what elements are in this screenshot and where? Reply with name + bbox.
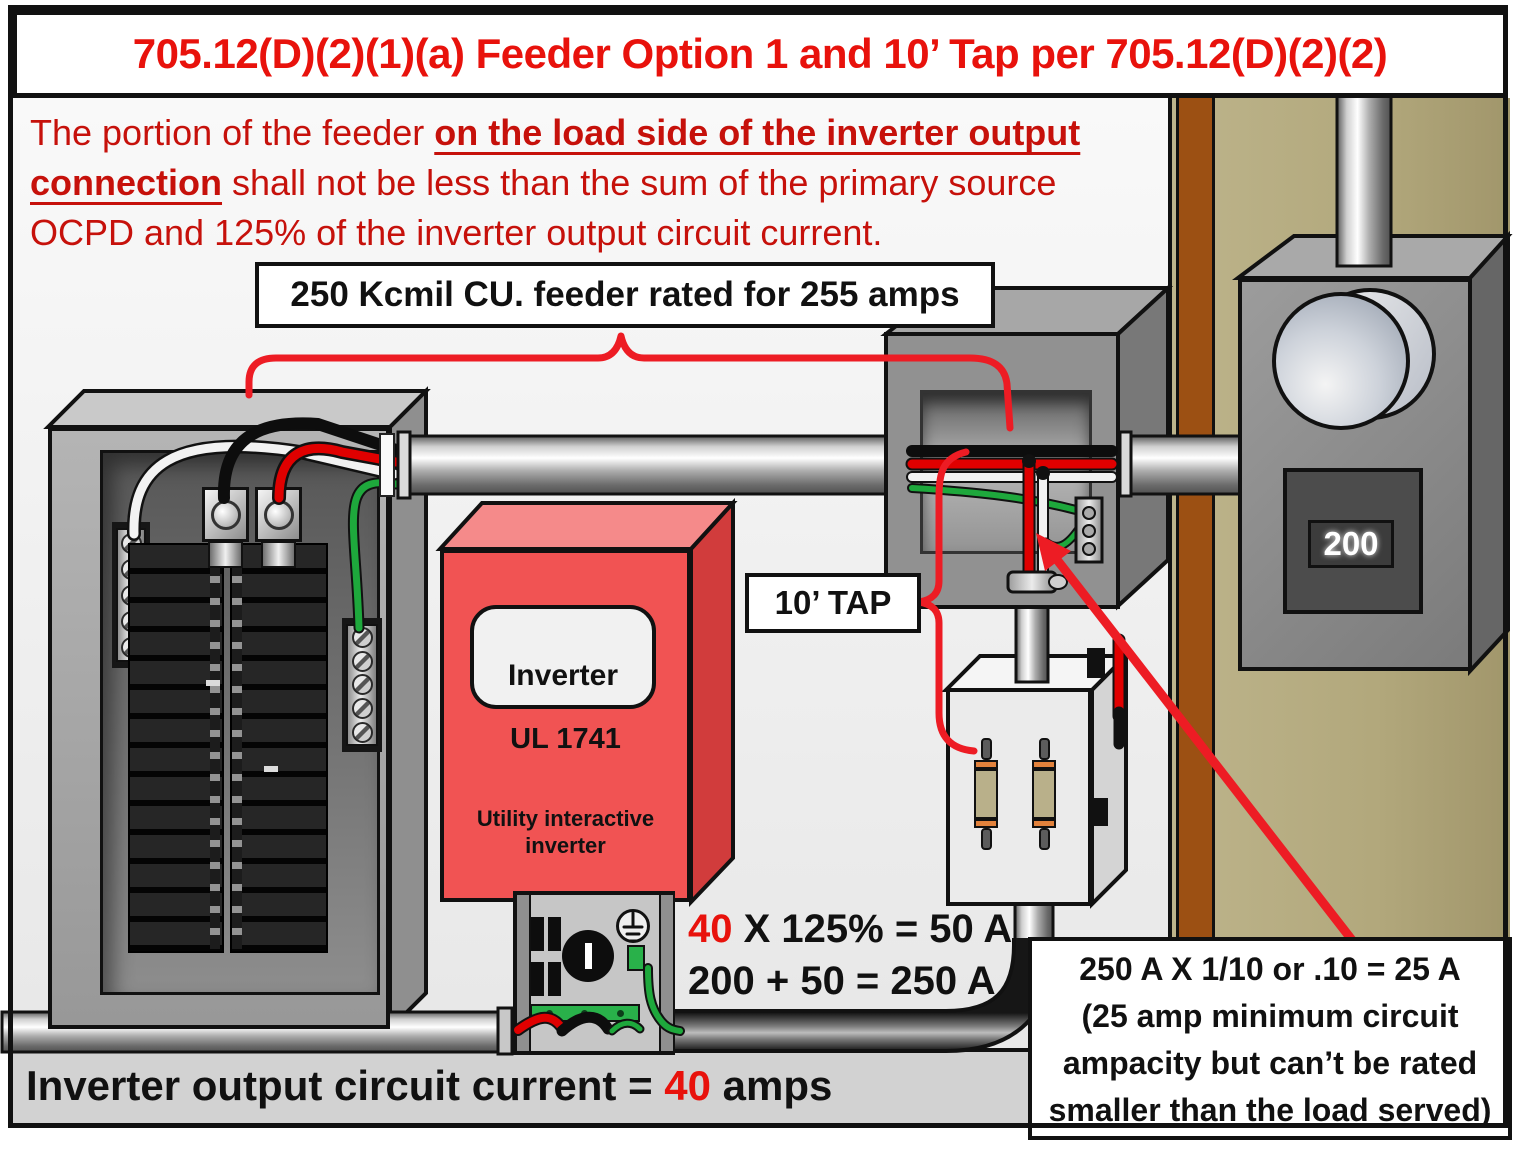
compartment-rail — [517, 895, 531, 1051]
breaker-mark — [264, 766, 278, 772]
meter-dome — [1272, 292, 1410, 430]
terminal-block — [548, 962, 561, 996]
screw-icon — [351, 674, 373, 696]
title-box: 705.12(D)(2)(1)(a) Feeder Option 1 and 1… — [12, 10, 1508, 98]
lug-barrel — [208, 541, 243, 568]
breaker-handles-right — [232, 547, 242, 949]
breaker-mark — [206, 680, 220, 686]
ground-symbol-icon — [616, 909, 650, 943]
screw-icon — [351, 698, 373, 720]
junction-box — [884, 332, 1120, 609]
utility-meter: 200 — [1238, 278, 1472, 671]
terminal-block — [531, 962, 544, 996]
terminal-block — [531, 917, 544, 951]
note-line1: 250 A X 1/10 or .10 = 25 A — [1079, 951, 1461, 987]
main-lug-left — [202, 487, 249, 542]
inverter-listing: UL 1741 — [510, 723, 621, 755]
calculation-text: 40 X 125% = 50 A 200 + 50 = 250 A — [688, 903, 1012, 1007]
note-line3: ampacity but can’t be rated — [1062, 1045, 1478, 1081]
main-panel — [48, 427, 390, 1029]
note-line4: smaller than the load served) — [1048, 1092, 1492, 1128]
inverter-type-line2: inverter — [525, 833, 606, 858]
intro-line1: The portion of the feeder on the load si… — [30, 112, 1081, 153]
screw-icon — [351, 627, 373, 649]
tap-label-box: 10’ TAP — [745, 573, 921, 633]
screw-icon — [351, 650, 373, 672]
inverter-box: Inverter UL 1741 Utility interactive inv… — [440, 549, 691, 902]
ground-bar — [346, 624, 378, 746]
main-breaker-rating-value: 200 — [1323, 525, 1379, 562]
dc-disconnect-knob — [562, 930, 614, 982]
breaker-column-left — [128, 543, 224, 953]
inverter-wiring-compartment — [513, 891, 675, 1055]
intro-line2: connection shall not be less than the su… — [30, 162, 1057, 203]
footer-text: Inverter output circuit current = 40 amp… — [26, 1062, 833, 1109]
page-title: 705.12(D)(2)(1)(a) Feeder Option 1 and 1… — [132, 30, 1388, 77]
cartridge-fuse — [1032, 738, 1056, 850]
feeder-label: 250 Kcmil CU. feeder rated for 255 amps — [290, 275, 960, 314]
calc-line2: 200 + 50 = 250 A — [688, 959, 996, 1003]
main-lug-right — [255, 487, 302, 542]
main-breaker-rating: 200 — [1308, 520, 1394, 568]
compartment-rail — [659, 895, 673, 1051]
junction-box-opening — [920, 390, 1092, 554]
note-box: 250 A X 1/10 or .10 = 25 A (25 amp minim… — [1028, 937, 1512, 1140]
cartridge-fuse — [974, 738, 998, 850]
panel-interior — [100, 450, 382, 995]
inverter-type-line1: Utility interactive — [476, 806, 655, 831]
screw-icon — [351, 721, 373, 743]
inverter-name: Inverter — [507, 659, 619, 692]
calc-line1: 40 X 125% = 50 A — [688, 907, 1013, 951]
ground-bus — [530, 1004, 640, 1022]
tap-label: 10’ TAP — [774, 584, 892, 621]
ground-lug — [627, 945, 645, 971]
note-line2: (25 amp minimum circuit — [1081, 998, 1459, 1034]
intro-text: The portion of the feeder on the load si… — [30, 108, 1170, 258]
breaker-column-right — [230, 543, 328, 953]
terminal-block — [548, 917, 561, 951]
inverter-nameplate: Inverter — [470, 605, 656, 709]
lug-barrel — [261, 541, 296, 568]
intro-line3: OCPD and 125% of the inverter output cir… — [30, 212, 883, 253]
feeder-label-box: 250 Kcmil CU. feeder rated for 255 amps — [255, 262, 995, 328]
fused-disconnect — [946, 688, 1092, 906]
breaker-handles-left — [210, 547, 220, 949]
inverter-type: Utility interactive inverter — [444, 805, 687, 859]
